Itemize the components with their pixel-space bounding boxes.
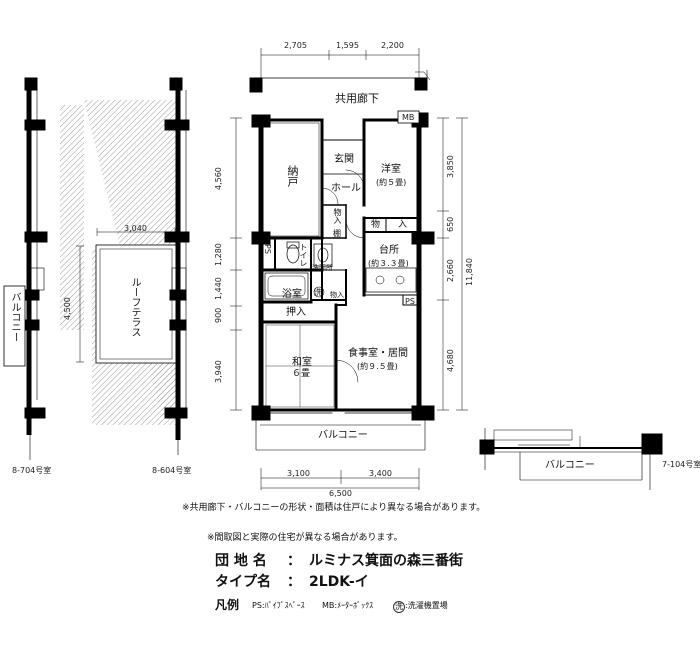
dim-terrace-height: 4,500 — [63, 297, 72, 320]
dim-top-3: 2,200 — [381, 41, 404, 50]
dim-left-1: 4,560 — [214, 167, 223, 190]
legend-wash: :洗濯機置場 — [405, 601, 448, 610]
dim-left-4: 900 — [214, 307, 223, 323]
ps-label: PS — [263, 244, 272, 254]
dim-right-4: 4,680 — [446, 349, 455, 372]
dim-bottom-1: 3,100 — [287, 469, 310, 478]
type-name-sep: ： — [287, 574, 301, 590]
ldk-size: (約９.５畳) — [357, 362, 398, 371]
complex-name-sep: ： — [287, 553, 301, 569]
corridor-label: 共用廊下 — [335, 92, 379, 105]
dim-bottom-total: 6,500 — [329, 489, 352, 498]
roof-terrace-label: ルーフテラス — [128, 277, 141, 337]
japanese-room-label: 和室 — [292, 357, 312, 368]
ps2-label: PS — [405, 297, 415, 306]
legend-title: 凡例 — [215, 598, 240, 612]
side-balcony-label: バルコニー — [8, 292, 21, 342]
western-room-label: 洋室 — [381, 164, 401, 175]
corridor-area — [249, 70, 431, 93]
complex-name-value: ルミナス箕面の森三番街 — [309, 553, 463, 569]
main-unit-walls — [251, 110, 435, 421]
storage-hall-label: 物入 — [333, 208, 342, 224]
bath-label: 浴室 — [282, 289, 302, 300]
mb-label: MB — [402, 113, 415, 122]
storage-hall-b-label: 棚 — [333, 229, 341, 238]
legend-wash-mark: 洗 — [393, 601, 405, 613]
unit-8-704-outline — [3, 77, 48, 460]
legend-mb: MB:ﾒｰﾀｰﾎﾞｯｸｽ — [322, 601, 374, 610]
washer-mark-label: 洗 — [314, 288, 322, 297]
washroom-label: 洗面所 — [312, 264, 333, 272]
hall-label: ホール — [331, 183, 361, 194]
dim-right-3: 2,660 — [446, 259, 455, 282]
dim-right-1: 3,850 — [446, 155, 455, 178]
unit-label-8-704: 8-704号室 — [12, 466, 52, 475]
complex-name-label: 団 地 名 — [215, 553, 267, 569]
unit-7-104-outline — [479, 428, 663, 490]
kitchen-label: 台所 — [379, 245, 399, 256]
dim-bottom-2: 3,400 — [369, 469, 392, 478]
storage-small-a-label: 物 — [371, 220, 381, 230]
balcony-label: バルコニー — [318, 430, 368, 441]
closet-label: 押入 — [286, 307, 306, 318]
balcony-outline — [255, 420, 426, 451]
dim-left-2: 1,280 — [214, 243, 223, 266]
dim-terrace-width: 3,040 — [124, 224, 147, 233]
unit-label-8-604: 8-604号室 — [152, 466, 192, 475]
dim-right-total: 11,840 — [465, 258, 474, 286]
side-balcony-text: バルコニー — [9, 292, 20, 342]
western-room-size: (約５畳) — [376, 178, 407, 187]
toilet-label: トイレ — [299, 243, 308, 267]
right-balcony-label: バルコニー — [545, 460, 595, 471]
unit-8-604-outline — [60, 77, 190, 455]
storage-wash-label: 物入 — [330, 291, 344, 299]
type-name-value: 2LDK-イ — [309, 574, 369, 590]
dim-right-2: 650 — [446, 216, 455, 232]
storage-small-b-label: 入 — [398, 220, 408, 230]
main-unit-dimension-lines — [230, 48, 468, 490]
dim-left-5: 3,940 — [214, 360, 223, 383]
storage-room-text: 納戸 — [286, 165, 299, 187]
storage-room-label: 納戸 — [286, 165, 299, 190]
dim-left-3: 1,440 — [214, 277, 223, 300]
roof-terrace-text: ルーフテラス — [129, 277, 140, 337]
ldk-label: 食事室・居間 — [348, 348, 408, 359]
entrance-label: 玄関 — [334, 154, 354, 165]
japanese-room-size: ６畳 — [292, 369, 311, 379]
type-name-label: タイプ名 — [215, 574, 271, 590]
note-plan-difference: ※間取図と実際の住宅が異なる場合があります。 — [207, 533, 403, 543]
note-corridor-balcony: ※共用廊下・バルコニーの形状・面積は住戸により異なる場合があります。 — [182, 503, 486, 513]
dim-top-1: 2,705 — [284, 41, 307, 50]
kitchen-size: (約３.３畳) — [368, 259, 409, 268]
legend-ps: PS:ﾊﾟｲﾌﾟｽﾍﾟｰｽ — [252, 601, 305, 610]
unit-label-7-104: 7-104号室 — [662, 460, 700, 469]
dim-top-2: 1,595 — [336, 41, 359, 50]
